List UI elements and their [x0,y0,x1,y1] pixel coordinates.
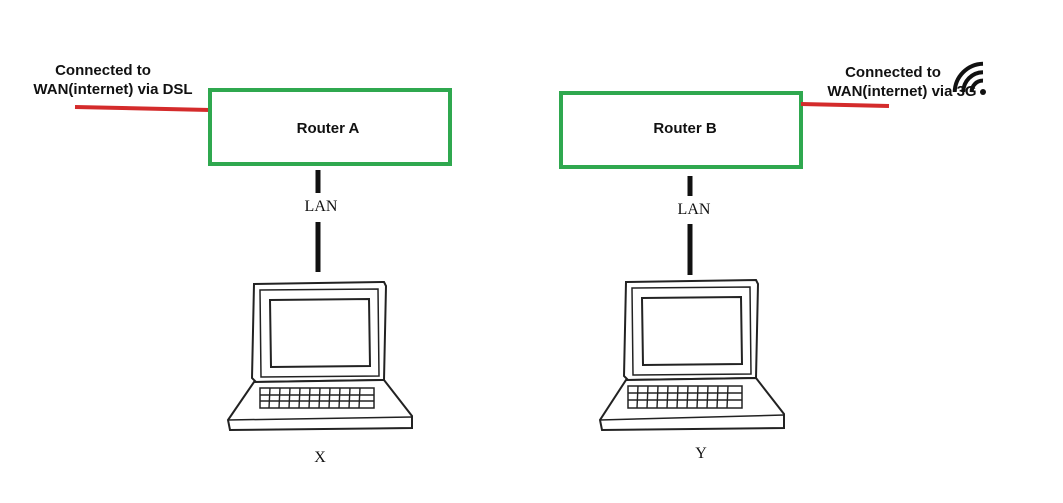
wan-caption-a-line2: WAN(internet) via DSL [33,81,192,98]
laptop-y-label: Y [695,445,707,462]
wifi-signal-icon [952,61,986,95]
router-a-box [208,88,452,166]
wan-caption-b-line1: Connected to [845,64,941,81]
lan-label-b: LAN [678,201,711,218]
wan-line-a [74,105,211,112]
wan-line-b [800,102,890,108]
laptop-y [598,278,785,432]
laptop-x [226,280,413,432]
wan-caption-b-line2: WAN(internet) via 3G [827,83,976,100]
router-b-label: Router B [653,120,717,137]
router-b-box [559,91,803,169]
router-a-label: Router A [297,120,360,137]
wan-caption-a-line1: Connected to [55,62,151,79]
lan-label-a: LAN [305,198,338,215]
laptop-x-label: X [314,449,326,466]
